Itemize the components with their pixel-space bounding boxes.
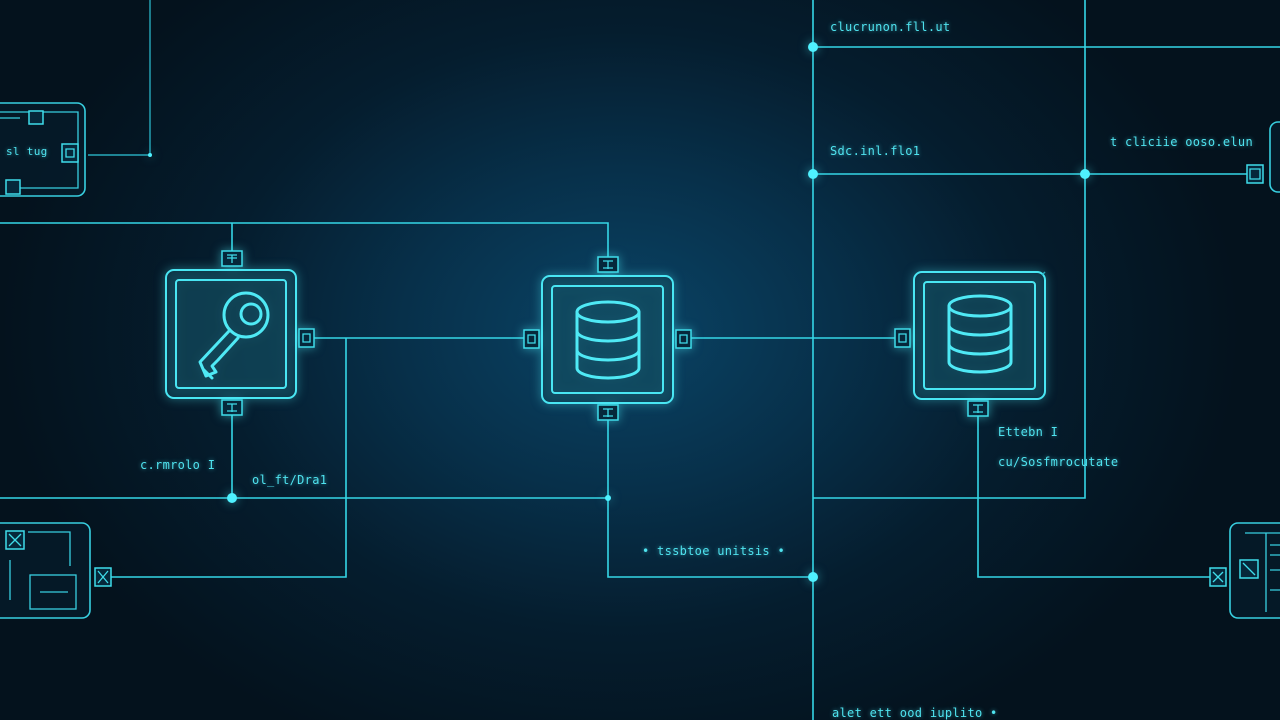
mini-panel-top-left[interactable] — [0, 102, 86, 197]
label-bottom: alet ett ood iuplito • — [832, 706, 998, 720]
junction-dot — [1080, 169, 1090, 179]
junction-dot — [808, 572, 818, 582]
junction-dot — [227, 493, 237, 503]
label-far-right: t cliciie ooso.elun — [1110, 135, 1253, 149]
label-right-node-1: Ettebn I — [998, 425, 1059, 439]
junction-dot — [808, 169, 818, 179]
label-right-node-2: cu/Sosfmrocutate — [998, 455, 1119, 469]
connector-right-bottom — [977, 415, 1212, 578]
port — [523, 329, 540, 349]
mini-panel-bottom-left[interactable] — [0, 522, 112, 619]
database-icon — [575, 300, 641, 380]
label-mid-right: Sdc.inl.flo1 — [830, 144, 921, 158]
key-icon — [198, 291, 270, 380]
label-left-mid: c.rmrolo I — [140, 458, 216, 472]
port — [675, 329, 692, 349]
label-center-left: ol_ft/Dra1 — [252, 473, 328, 487]
mini-panel-bottom-right[interactable] — [1209, 522, 1280, 619]
connector-center-bottom — [607, 418, 813, 578]
database-icon — [947, 294, 1013, 374]
label-mini-top-left: sl tug — [6, 145, 48, 158]
node-key[interactable] — [165, 250, 315, 416]
port — [894, 328, 911, 348]
junction-dot — [808, 42, 818, 52]
label-top-right: clucrunon.fll.ut — [830, 20, 951, 34]
connector-top-bus — [0, 222, 609, 262]
port — [298, 328, 315, 348]
connector-bottom-left — [110, 338, 347, 578]
connector-right-vertical — [813, 0, 1086, 499]
junction-dot — [605, 495, 611, 501]
label-center-bottom: • tssbtoe unitsis • — [642, 544, 785, 558]
mini-panel-top-right[interactable] — [1246, 121, 1280, 193]
node-database-center[interactable] — [523, 256, 692, 421]
node-database-right[interactable] — [894, 271, 1046, 417]
junctions — [148, 42, 1090, 582]
decoration — [1041, 271, 1046, 276]
junction-dot — [148, 153, 152, 157]
connector-top-left — [88, 0, 151, 156]
